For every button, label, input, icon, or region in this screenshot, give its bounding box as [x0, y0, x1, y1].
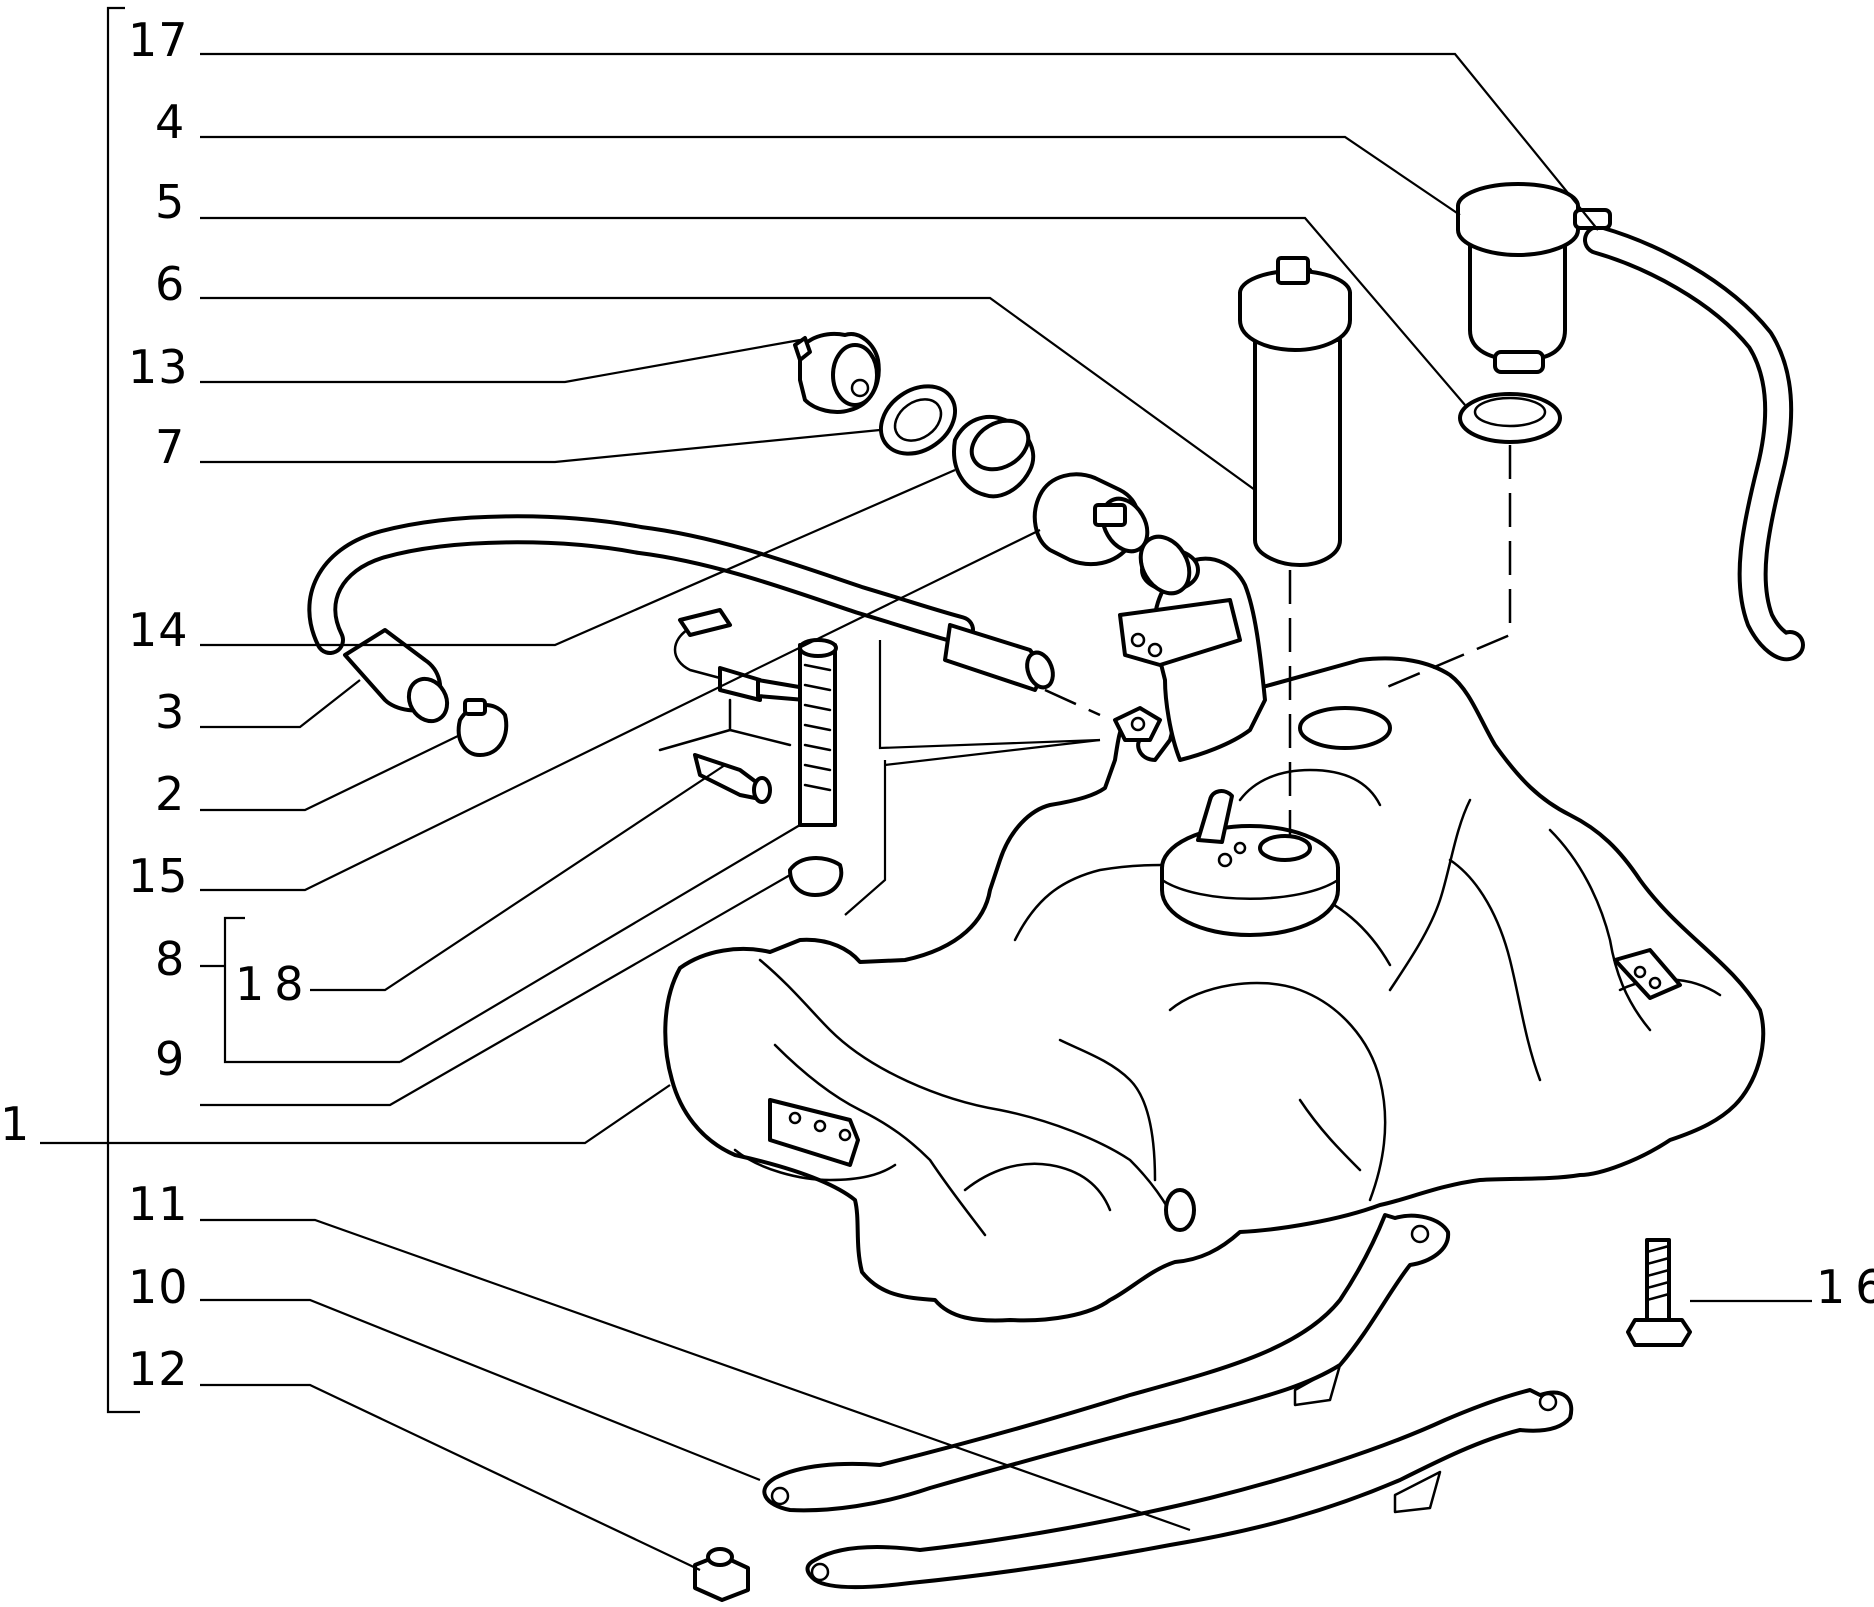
callout-8: 8: [155, 932, 185, 986]
seal-ring-5: [1458, 392, 1562, 444]
leader-5: [200, 216, 1466, 406]
leader-13: [200, 338, 801, 384]
sender-unit-6: [1238, 256, 1352, 567]
kit-bracket-8-9: [223, 916, 400, 1064]
callout-9: 9: [155, 1032, 185, 1086]
callout-1: 1: [0, 1097, 30, 1151]
canister-4: [1456, 182, 1612, 374]
callout-10: 10: [128, 1260, 189, 1314]
callout-13: 13: [128, 340, 189, 394]
leader-8: [399, 824, 801, 1063]
seal-7: [878, 384, 958, 456]
tank-strap-10: [762, 1213, 1451, 1513]
assembly-lines-b: [844, 760, 887, 916]
callout-5: 5: [155, 175, 185, 229]
small-hose-assembly: [658, 608, 844, 897]
vent-line: [307, 514, 1055, 692]
leader-2: [200, 734, 461, 812]
leader-10: [200, 1298, 761, 1482]
leader-7: [200, 428, 881, 464]
vent-dash: [1044, 688, 1101, 717]
leader-15: [200, 529, 1041, 892]
assembly-lines-c: [884, 738, 1101, 767]
leader-6: [200, 296, 1256, 491]
leader-9: [200, 874, 791, 1107]
leader-4: [200, 135, 1461, 216]
leader-3: [200, 679, 361, 729]
callout-12: 12: [128, 1342, 189, 1396]
hose-3: [343, 628, 450, 724]
callout-18: 18: [235, 957, 314, 1011]
leader-18: [310, 764, 726, 992]
callout-3: 3: [155, 685, 185, 739]
seal-5-dash: [1379, 445, 1512, 692]
callout-2: 2: [155, 767, 185, 821]
callout-6: 6: [155, 257, 185, 311]
filler-neck-14: [952, 414, 1036, 499]
callout-15: 15: [128, 849, 189, 903]
callout-4: 4: [155, 95, 185, 149]
leader-1: [40, 1084, 671, 1145]
assembly-bracket: [106, 6, 140, 1414]
callout-17: 17: [128, 13, 189, 67]
leader-14: [200, 468, 956, 647]
strap-nut-12: [693, 1547, 750, 1602]
clamp-2: [456, 698, 509, 757]
connector-15: [1032, 472, 1150, 567]
neck-seal: [1138, 534, 1192, 596]
callout-14: 14: [128, 603, 189, 657]
assembly-lines: [878, 640, 1101, 750]
callout-7: 7: [155, 420, 185, 474]
vent-hose-17: [1583, 225, 1805, 662]
cap-13: [793, 331, 881, 414]
callout-16: 16: [1816, 1260, 1874, 1314]
leader-11: [200, 1218, 1191, 1532]
leader-17: [200, 52, 1599, 231]
callout-11: 11: [128, 1177, 189, 1231]
fuel-tank: [663, 548, 1766, 1323]
bolt-16: [1626, 1238, 1692, 1347]
tank-strap-11: [805, 1388, 1574, 1590]
leader-12: [200, 1383, 701, 1571]
